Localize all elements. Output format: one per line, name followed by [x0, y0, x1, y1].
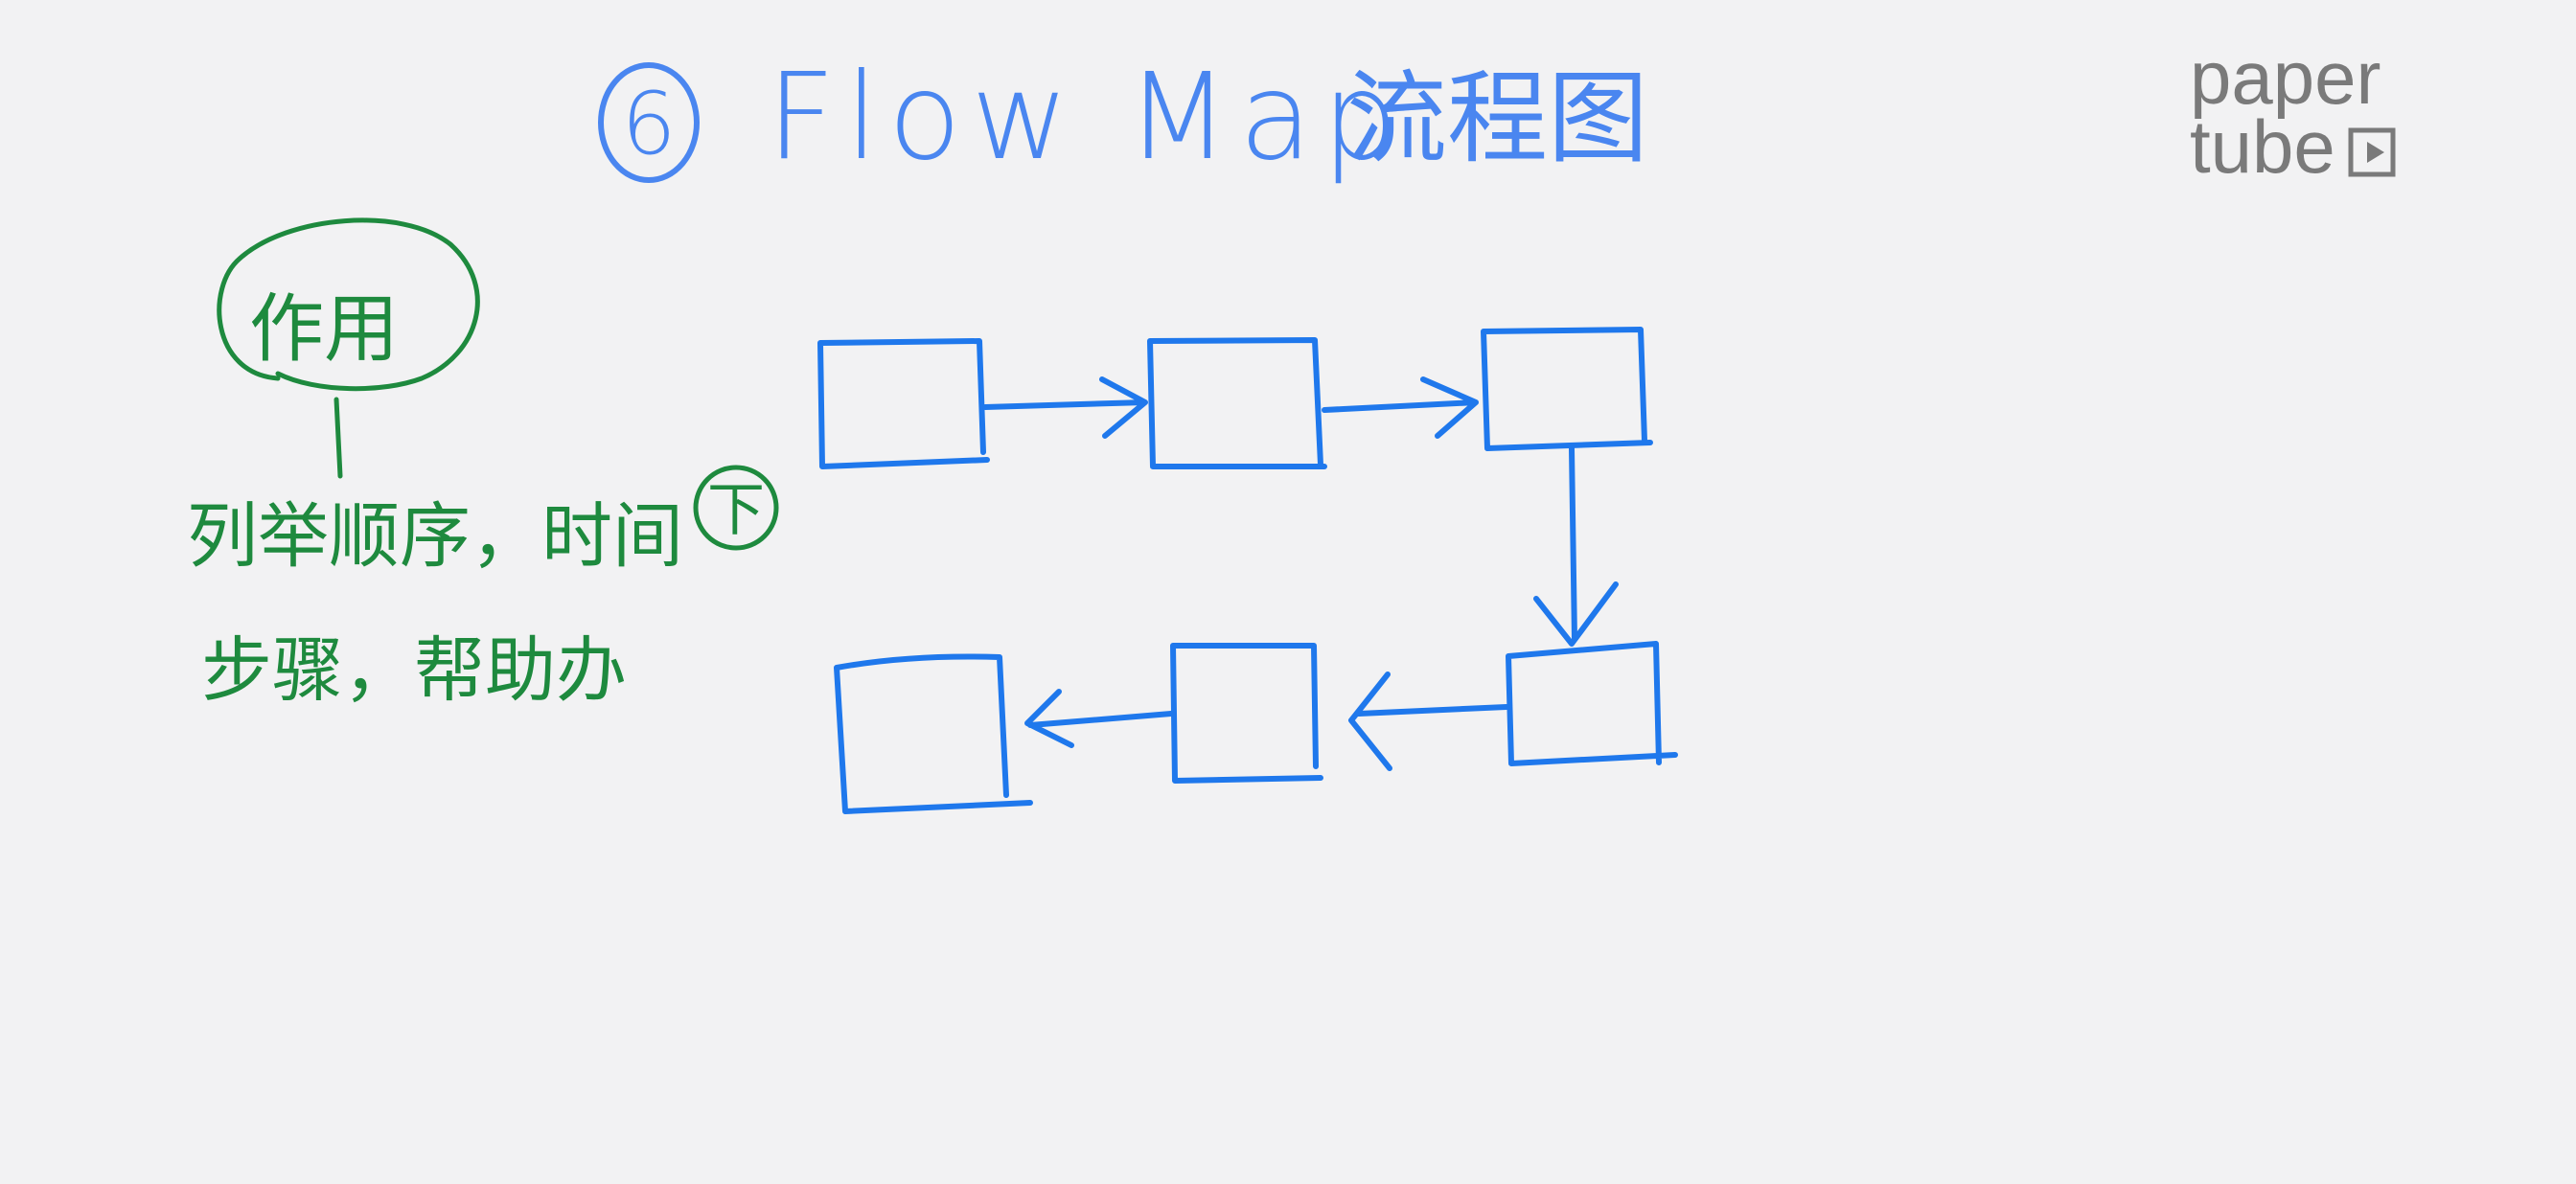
connector-line	[334, 397, 343, 479]
circled-mark	[693, 465, 779, 551]
title-english: Flow Map	[767, 48, 1408, 187]
logo-line2: tube	[2190, 104, 2335, 189]
arrow-4-to-5	[1348, 672, 1509, 771]
title-chinese: 流程图	[1346, 60, 1648, 177]
title-number: 6	[621, 74, 676, 174]
flow-map	[817, 327, 1678, 814]
flow-box-4	[1506, 641, 1678, 766]
note-line1: 列举顺序，时间	[187, 495, 683, 578]
number-circle	[598, 62, 700, 183]
logo-line1: paper	[2190, 35, 2381, 120]
arrow-2-to-3	[1322, 376, 1479, 439]
flow-box-2	[1147, 337, 1327, 469]
flow-box-1	[817, 338, 990, 469]
note-line2: 步骤，帮助办	[201, 629, 627, 712]
papertube-logo: paper tube	[2190, 35, 2396, 189]
purpose-notes: 作用 列举顺序，时间 下 步骤，帮助办	[187, 217, 779, 712]
play-icon	[2367, 142, 2384, 163]
bubble-label: 作用	[249, 286, 399, 373]
circled-char: 下	[707, 477, 765, 544]
arrow-3-to-4	[1533, 445, 1619, 647]
flow-box-5	[1170, 643, 1323, 784]
flow-box-3	[1481, 327, 1653, 451]
bubble-outline	[217, 217, 480, 392]
play-icon-frame	[2348, 127, 2396, 177]
arrow-5-to-6	[1024, 689, 1174, 748]
arrow-1-to-2	[982, 376, 1148, 439]
title: 6 Flow Map 流程图	[598, 48, 1648, 187]
flow-box-6	[834, 653, 1033, 814]
